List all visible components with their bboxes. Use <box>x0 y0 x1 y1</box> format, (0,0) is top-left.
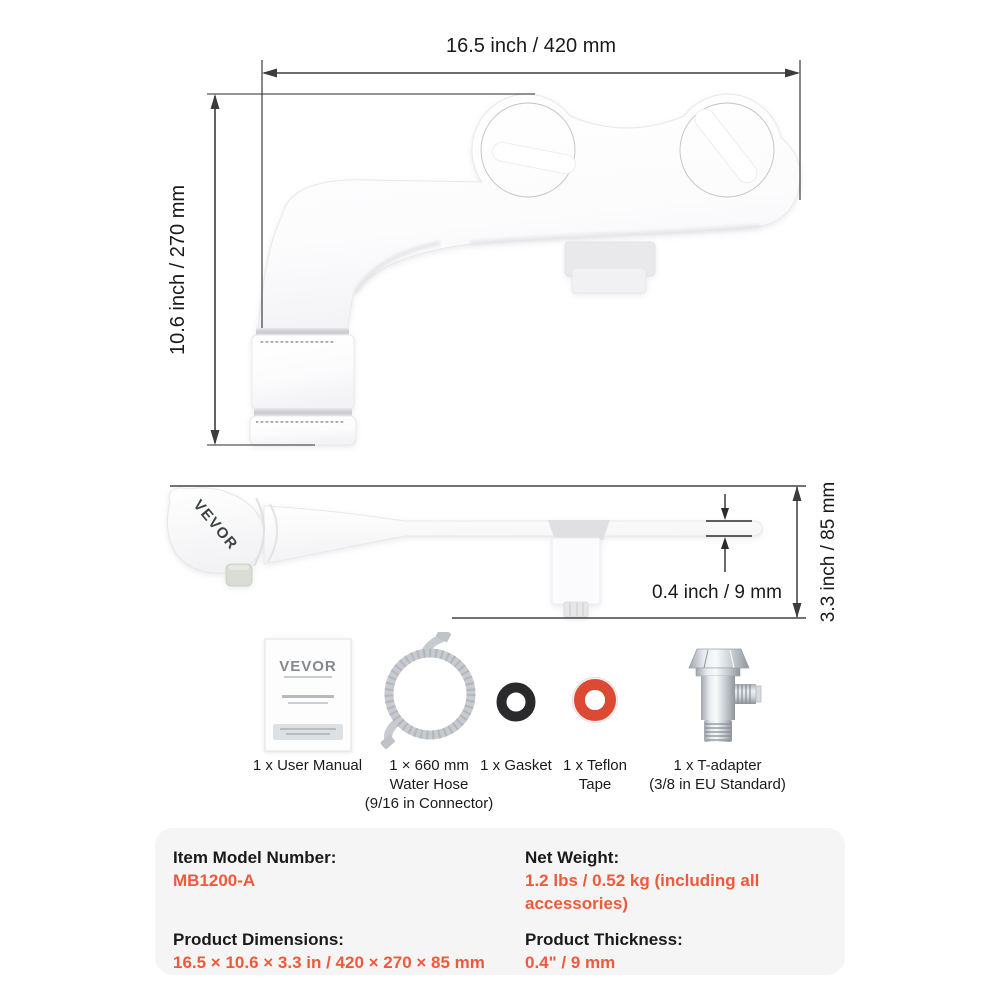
side-connector-block <box>548 520 610 618</box>
module-ring-bottom <box>254 408 352 417</box>
t-adapter-label-line-2: (3/8 in EU Standard) <box>649 776 786 793</box>
width-dimension <box>261 60 801 328</box>
spec-model-label: Item Model Number: <box>173 848 337 867</box>
side-view-drawing: VEVOR 3.3 inch / 85 mm 0.4 inch / 9 mm <box>166 482 839 622</box>
module-ring-top <box>256 328 349 336</box>
accessory-teflon-tape: 1 x Teflon Tape <box>545 632 645 794</box>
right-knob-ring <box>679 102 775 198</box>
manual-footer-box <box>272 724 343 740</box>
height-arrow-top <box>210 94 220 109</box>
hose-fitting-top <box>436 632 451 642</box>
t-adapter-figure <box>640 632 795 752</box>
nozzle-knob-markings <box>256 421 344 425</box>
side-height-arrow-bottom <box>792 603 802 618</box>
spec-thickness: Product Thickness: 0.4" / 9 mm <box>525 928 835 976</box>
side-height-dimension-label: 3.3 inch / 85 mm <box>818 482 839 622</box>
accessory-gasket: 1 x Gasket <box>467 632 565 775</box>
height-dimension <box>207 93 535 446</box>
t-adapter-bottom-outlet <box>703 720 732 742</box>
t-adapter-hex-nut <box>687 648 750 669</box>
side-height-arrow-top <box>792 486 802 501</box>
knob-ring-line-2 <box>267 503 278 563</box>
teflon-center-hole <box>585 690 605 710</box>
spec-dimensions-label: Product Dimensions: <box>173 929 344 949</box>
water-hose-label-line-1: 1 × 660 mm <box>389 757 469 774</box>
thickness-dimension <box>706 494 752 572</box>
side-knob-nub-highlight <box>229 565 249 570</box>
user-manual-label: 1 x User Manual <box>252 757 363 774</box>
nozzle-knob <box>249 415 357 446</box>
thickness-dimension-label: 0.4 inch / 9 mm <box>652 582 782 603</box>
spec-dimensions-value: 16.5 × 10.6 × 3.3 in / 420 × 270 × 85 mm <box>173 952 485 972</box>
height-dimension-label: 10.6 inch / 270 mm <box>167 185 189 355</box>
knob-ring-line-1 <box>253 497 265 567</box>
manual-subtitle-line <box>287 702 328 704</box>
t-adapter-body <box>700 676 735 720</box>
pressure-knob-markings <box>260 341 334 345</box>
connector-top-bevel <box>548 520 610 540</box>
t-adapter-side-outlet <box>734 684 761 704</box>
width-arrow-left <box>262 68 277 78</box>
user-manual-figure: VEVOR <box>245 632 370 752</box>
pressure-knob <box>251 334 355 410</box>
left-knob-ring <box>480 102 576 198</box>
control-module <box>249 328 357 446</box>
user-manual-image: VEVOR <box>264 638 351 752</box>
accessory-t-adapter: 1 x T-adapter (3/8 in EU Standard) <box>640 632 795 794</box>
water-hose-label-line-3: (9/16 in Connector) <box>364 795 494 812</box>
spec-model-value: MB1200-A <box>173 871 256 890</box>
manual-brand-logo: VEVOR <box>279 658 337 675</box>
elbow-inner-shading <box>353 241 441 294</box>
width-dimension-label: 16.5 inch / 420 mm <box>446 35 616 57</box>
t-adapter-image <box>687 648 761 742</box>
spec-thickness-value: 0.4" / 9 mm <box>525 952 616 972</box>
gasket-figure <box>467 632 565 752</box>
right-knob-slot <box>694 108 758 184</box>
water-hose-figure <box>363 632 495 752</box>
spec-weight: Net Weight: 1.2 lbs / 0.52 kg (including… <box>525 846 835 917</box>
manual-title-line <box>281 695 334 698</box>
top-view-product <box>249 93 801 446</box>
connector-fitting <box>563 601 589 618</box>
mounting-tab <box>564 241 656 294</box>
accessory-water-hose: 1 × 660 mm Water Hose (9/16 in Connector… <box>363 632 495 813</box>
top-view-drawing: 16.5 inch / 420 mm 10.6 inch / 270 mm <box>167 35 801 446</box>
t-adapter-collar <box>695 667 740 677</box>
side-arm <box>263 505 763 565</box>
spec-weight-label: Net Weight: <box>525 848 620 867</box>
gasket-ring <box>496 682 536 722</box>
accessory-user-manual: VEVOR 1 x User Manual <box>245 632 370 775</box>
t-adapter-label-line-1: 1 x T-adapter <box>673 757 762 774</box>
manual-footer-line-1 <box>279 728 336 730</box>
spec-dimensions: Product Dimensions: 16.5 × 10.6 × 3.3 in… <box>173 928 525 976</box>
thickness-arrow-upper-head <box>721 508 729 520</box>
spec-panel: Item Model Number: MB1200-A Net Weight: … <box>155 828 845 975</box>
manual-tagline-line <box>283 676 332 678</box>
left-knob-slot <box>492 141 576 175</box>
spec-weight-value: 1.2 lbs / 0.52 kg (including all accesso… <box>525 871 760 913</box>
teflon-tape-band <box>574 679 616 721</box>
teflon-tape-image <box>572 677 618 723</box>
t-adapter-drawing <box>687 648 761 742</box>
gasket-image <box>496 682 536 722</box>
water-hose-label-line-2: Water Hose <box>389 776 469 793</box>
width-arrow-right <box>785 68 800 78</box>
gasket-label: 1 x Gasket <box>480 757 552 774</box>
water-hose-image <box>380 632 476 749</box>
teflon-tape-label: 1 x Teflon Tape <box>563 757 627 793</box>
thickness-arrow-lower-head <box>721 537 729 549</box>
height-arrow-bottom <box>210 430 220 445</box>
spec-thickness-label: Product Thickness: <box>525 929 683 949</box>
spec-model: Item Model Number: MB1200-A <box>173 846 525 917</box>
connector-body <box>551 537 601 605</box>
hose-fitting-bottom <box>380 735 395 749</box>
teflon-tape-figure <box>545 632 645 752</box>
side-height-dimension <box>792 486 802 618</box>
hose-braid-texture <box>384 648 476 740</box>
arm-bottom-shading <box>469 224 761 245</box>
manual-footer-line-2 <box>285 733 330 735</box>
side-view-product: VEVOR <box>166 487 763 618</box>
